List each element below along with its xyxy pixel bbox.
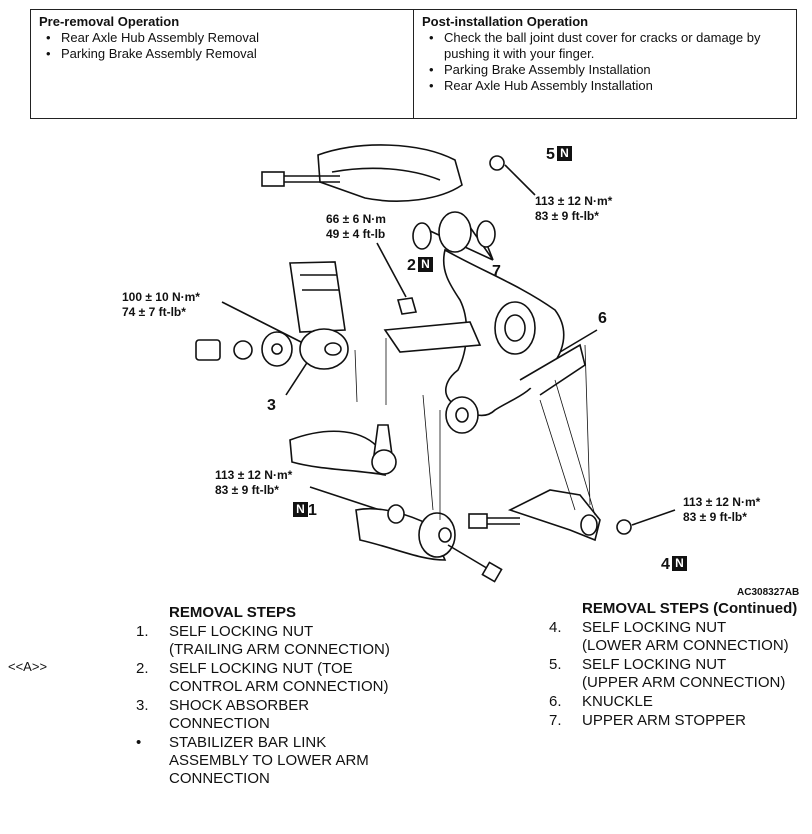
upper-bushing (438, 211, 472, 253)
new-part-icon: N (417, 257, 433, 272)
stopper-washer (476, 220, 496, 248)
torque-ftlb: 83 ± 9 ft-lb* (535, 209, 599, 223)
upper-arm-bolt (261, 171, 340, 187)
new-part-icon: N (671, 556, 687, 571)
list-item: 1. SELF LOCKING NUT (TRAILING ARM CONNECT… (136, 623, 390, 659)
step-number: 7. (549, 712, 562, 729)
upper-arm (317, 144, 463, 202)
torque-label-4: 113 ± 12 N·m* 83 ± 9 ft-lb* (683, 495, 760, 525)
pre-removal-title: Pre-removal Operation (39, 14, 180, 29)
shock-bushing (299, 328, 349, 370)
step-number: 2. (136, 660, 149, 677)
stopper-washer (412, 222, 432, 250)
callout-7: 7 (492, 263, 501, 280)
list-item: Check the ball joint dust cover for crac… (429, 30, 788, 62)
steps-title: REMOVAL STEPS (Continued) (582, 600, 798, 617)
callout-number: 1 (308, 502, 317, 519)
torque-nm: 113 ± 12 N·m* (215, 468, 293, 482)
nut-1 (387, 504, 405, 524)
list-item: Parking Brake Assembly Installation (429, 62, 788, 78)
torque-label-2: 66 ± 6 N·m 49 ± 4 ft-lb (326, 212, 386, 242)
step-number: 5. (549, 656, 562, 673)
step-text: SELF LOCKING NUT (TRAILING ARM CONNECTIO… (169, 623, 390, 658)
step-number: 4. (549, 619, 562, 636)
step-number: 3. (136, 697, 149, 714)
nut-4 (616, 519, 632, 535)
torque-label-1: 113 ± 12 N·m* 83 ± 9 ft-lb* (215, 468, 292, 498)
removal-steps-left: REMOVAL STEPS 1. SELF LOCKING NUT (TRAILI… (136, 604, 390, 788)
steps-title: REMOVAL STEPS (169, 604, 296, 621)
callout-number: 4 (661, 556, 670, 573)
list-item: Rear Axle Hub Assembly Installation (429, 78, 788, 94)
suspension-exploded-diagram (195, 144, 676, 583)
post-installation-list: Check the ball joint dust cover for crac… (422, 30, 788, 94)
torque-nm: 100 ± 10 N·m* (122, 290, 200, 304)
callout-3: 3 (267, 397, 276, 414)
nut-2 (396, 297, 418, 315)
list-item: 7. UPPER ARM STOPPER (549, 712, 797, 730)
removal-steps-right: REMOVAL STEPS (Continued) 4. SELF LOCKING… (549, 600, 797, 730)
torque-label-5: 113 ± 12 N·m* 83 ± 9 ft-lb* (535, 194, 612, 224)
step-text: SHOCK ABSORBER CONNECTION (169, 697, 310, 732)
nut-5 (489, 155, 505, 171)
step-number: 6. (549, 693, 562, 710)
step-text: SELF LOCKING NUT (UPPER ARM CONNECTION) (582, 656, 786, 691)
post-installation-title: Post-installation Operation (422, 14, 589, 29)
step-text: SELF LOCKING NUT (TOE CONTROL ARM CONNEC… (169, 660, 389, 695)
washer (261, 331, 293, 367)
shock-absorber (289, 261, 346, 333)
callout-number: 5 (546, 146, 555, 163)
knuckle-mount (519, 343, 586, 396)
list-item: Rear Axle Hub Assembly Removal (46, 30, 405, 46)
torque-nm: 113 ± 12 N·m* (683, 495, 761, 509)
callout-number: 2 (407, 257, 416, 274)
list-item: 5. SELF LOCKING NUT (UPPER ARM CONNECTION… (549, 656, 797, 692)
torque-nm: 113 ± 12 N·m* (535, 194, 613, 208)
step-text: KNUCKLE (582, 693, 653, 710)
new-part-icon: N (556, 146, 572, 161)
torque-ftlb: 49 ± 4 ft-lb (326, 227, 386, 241)
callout-6: 6 (598, 310, 607, 327)
operations-table: Pre-removal Operation Rear Axle Hub Asse… (30, 9, 797, 119)
torque-label-3: 100 ± 10 N·m* 74 ± 7 ft-lb* (122, 290, 200, 320)
list-item: 2. SELF LOCKING NUT (TOE CONTROL ARM CONN… (136, 660, 390, 696)
lower-arm-bracket (507, 489, 601, 542)
post-installation-cell: Post-installation Operation Check the ba… (413, 10, 796, 118)
list-item: 4. SELF LOCKING NUT (LOWER ARM CONNECTION… (549, 619, 797, 655)
new-part-icon: N (293, 502, 308, 517)
toe-arm-bracket (383, 321, 482, 353)
figure-id: AC308327AB (737, 587, 800, 598)
torque-ftlb: 83 ± 9 ft-lb* (215, 483, 279, 497)
pre-removal-list: Rear Axle Hub Assembly Removal Parking B… (39, 30, 405, 62)
nut-3 (195, 339, 221, 361)
step-number: 1. (136, 623, 149, 640)
torque-ftlb: 74 ± 7 ft-lb* (122, 305, 186, 319)
torque-ftlb: 83 ± 9 ft-lb* (683, 510, 747, 524)
list-item: 6. KNUCKLE (549, 693, 797, 711)
washer (233, 340, 253, 360)
list-item: • STABILIZER BAR LINK ASSEMBLY TO LOWER A… (136, 734, 390, 788)
procedure-marker: <<A>> (8, 659, 48, 674)
step-number: • (136, 734, 142, 751)
step-text: SELF LOCKING NUT (LOWER ARM CONNECTION) (582, 619, 789, 654)
trailing-arm (289, 430, 387, 477)
lower-bolt (447, 544, 491, 571)
pre-removal-cell: Pre-removal Operation Rear Axle Hub Asse… (31, 10, 413, 118)
step-text: UPPER ARM STOPPER (582, 712, 746, 729)
list-item: 3. SHOCK ABSORBER CONNECTION (136, 697, 390, 733)
torque-nm: 66 ± 6 N·m (326, 212, 386, 226)
list-item: Parking Brake Assembly Removal (46, 46, 405, 62)
bolt (468, 513, 488, 529)
step-text: STABILIZER BAR LINK ASSEMBLY TO LOWER AR… (169, 734, 369, 787)
